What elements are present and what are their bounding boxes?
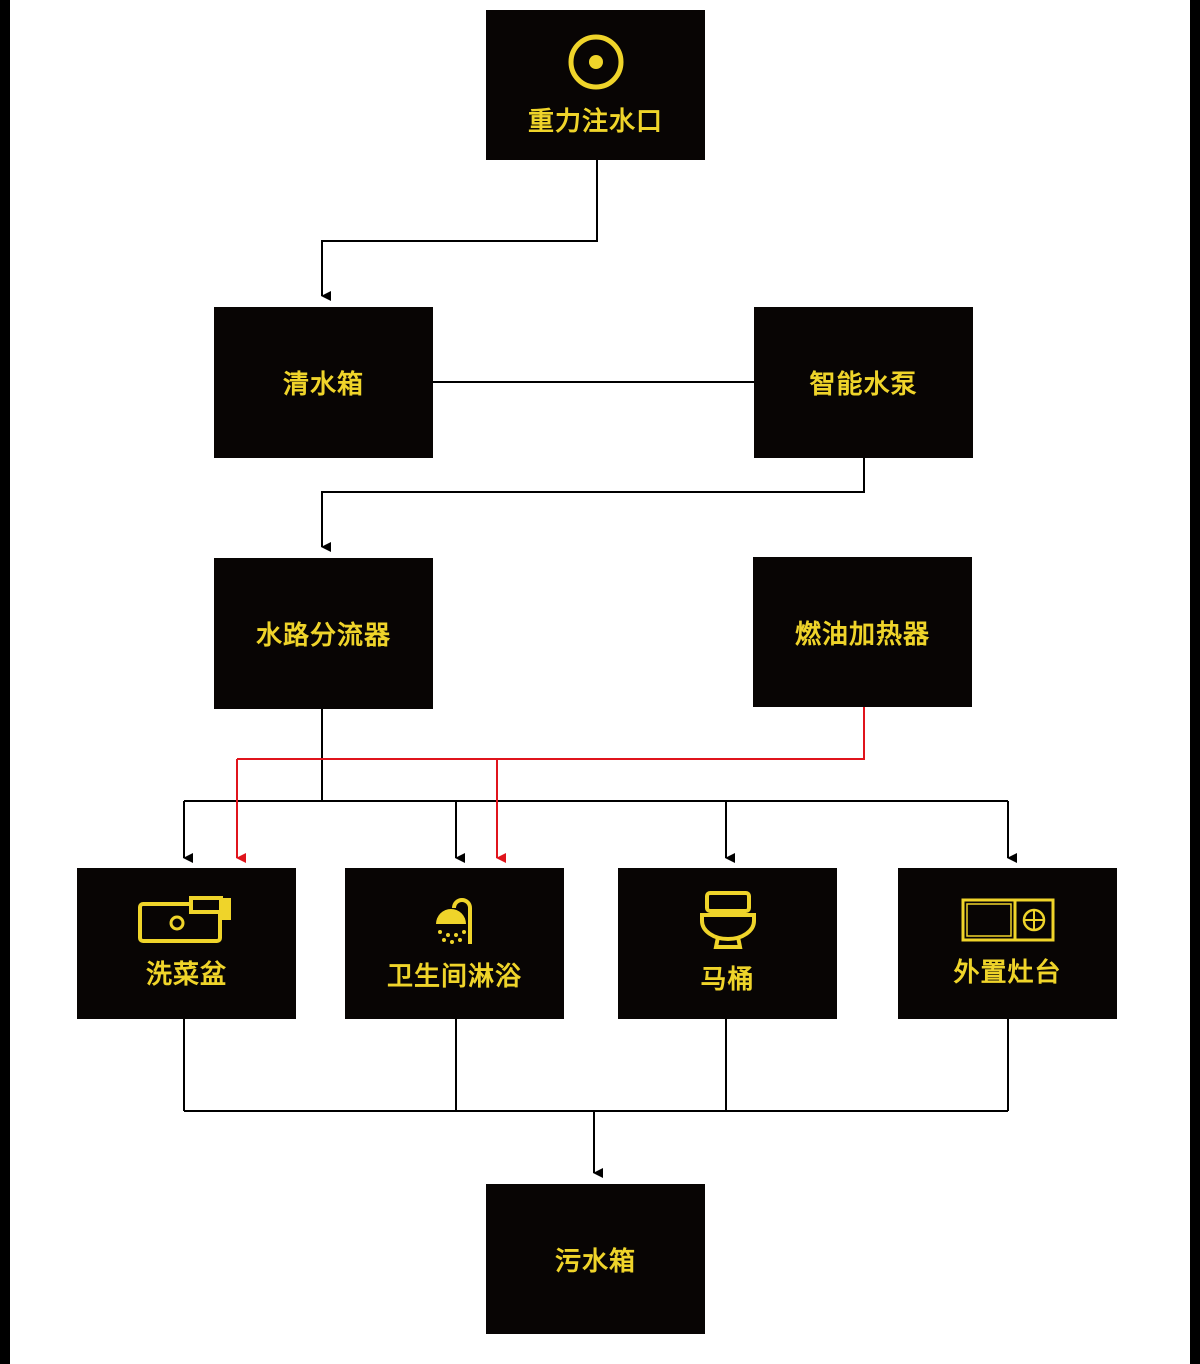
shower-head-icon (435, 898, 472, 944)
node-gravity-inlet: 重力注水口 (486, 10, 705, 160)
node-sink: 洗菜盆 (77, 868, 296, 1019)
node-label: 污水箱 (554, 1246, 636, 1277)
node-label: 卫生间淋浴 (386, 962, 522, 992)
line-hot-bus (237, 707, 865, 760)
node-label: 马桶 (700, 965, 755, 995)
node-fresh-tank: 清水箱 (214, 307, 433, 458)
node-splitter: 水路分流器 (214, 558, 433, 709)
node-label: 燃油加热器 (794, 619, 930, 650)
node-label: 智能水泵 (809, 370, 918, 400)
node-smart-pump: 智能水泵 (754, 307, 973, 458)
stove-icon (961, 898, 1054, 942)
line-inlet-to-fresh-tank (321, 160, 598, 301)
faucet-sink-icon (137, 896, 231, 943)
node-label: 重力注水口 (527, 106, 663, 137)
node-label: 水路分流器 (255, 621, 391, 651)
connector-lines (183, 160, 1017, 1178)
node-toilet: 马桶 (618, 868, 837, 1019)
node-fuel-heater: 燃油加热器 (753, 557, 972, 707)
line-pump-to-splitter (321, 458, 865, 552)
diagram-canvas: 重力注水口 清水箱 智能水泵 水路分流器 燃油加热器 洗菜盆 (10, 0, 1190, 1364)
node-label: 洗菜盆 (145, 960, 227, 990)
target-icon (568, 34, 623, 89)
node-label: 外置灶台 (953, 958, 1062, 988)
node-label: 清水箱 (282, 370, 364, 400)
node-shower: 卫生间淋浴 (345, 868, 564, 1019)
toilet-icon (699, 891, 756, 949)
node-waste-tank: 污水箱 (486, 1184, 705, 1334)
node-stove: 外置灶台 (898, 868, 1117, 1019)
